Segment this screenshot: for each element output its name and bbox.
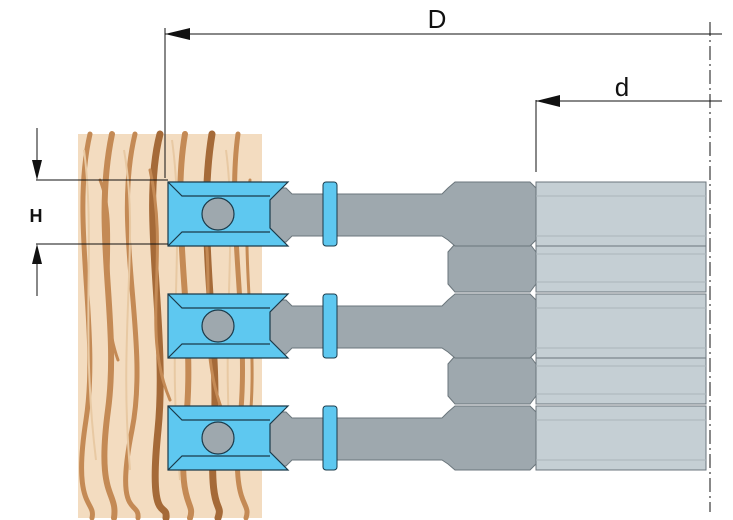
hub-spacer-1 — [447, 243, 537, 293]
tooth-body-1 — [267, 181, 537, 247]
H-arrowhead-top — [32, 160, 42, 180]
clamp-collar-1 — [322, 181, 338, 247]
D-arrowhead — [165, 28, 190, 40]
clamp-collar-2 — [322, 293, 338, 359]
blade-1 — [167, 181, 290, 247]
label-d: d — [615, 72, 629, 102]
blade-2 — [167, 293, 290, 359]
d-arrowhead — [536, 95, 560, 107]
spacer-light-1 — [535, 243, 707, 293]
label-D: D — [428, 4, 447, 34]
dimension-arrows — [32, 28, 560, 264]
H-arrowhead-bottom — [32, 244, 42, 264]
tooth-body-2 — [267, 293, 537, 359]
dimension-lines — [36, 22, 722, 512]
body-light-3 — [535, 405, 707, 471]
clamp-collar-3 — [322, 405, 338, 471]
hub-spacer-2 — [447, 355, 537, 405]
blade-3 — [167, 405, 290, 471]
body-light-2 — [535, 293, 707, 359]
cutter-body — [267, 181, 707, 471]
cutter-blades — [167, 181, 290, 471]
label-H: H — [30, 206, 43, 226]
tooth-body-3 — [267, 405, 537, 471]
spacer-light-2 — [535, 355, 707, 405]
body-light-1 — [535, 181, 707, 247]
